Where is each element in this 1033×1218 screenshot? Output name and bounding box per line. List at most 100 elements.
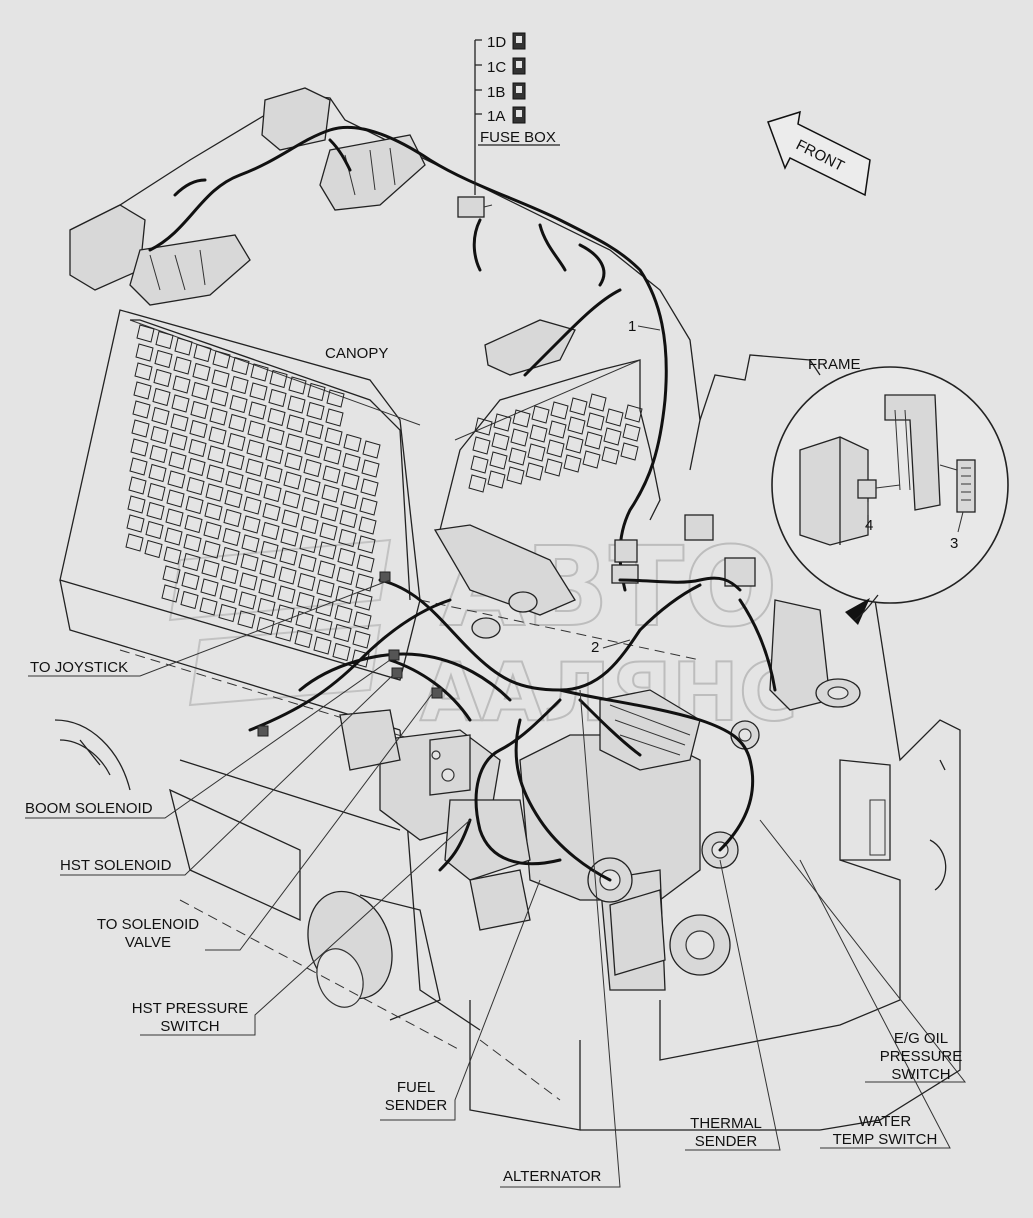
grille-cell xyxy=(219,584,238,604)
grille-cell xyxy=(239,572,258,591)
labels: 1D 1C 1B 1A FUSE BOX CANOPY FRAME 1 2 3 … xyxy=(25,34,962,1185)
leader-eg-oil-pressure-switch xyxy=(759,819,967,1083)
grille-cell xyxy=(275,623,294,642)
leader-callout-2 xyxy=(602,639,631,649)
grille-cell xyxy=(565,435,584,454)
grille-cell xyxy=(529,424,548,443)
grille-cell xyxy=(172,375,191,394)
grille-cell xyxy=(125,533,144,552)
grille-cell xyxy=(209,407,228,426)
grille-cell xyxy=(487,470,506,489)
grille-cell xyxy=(164,527,183,546)
grille-cell xyxy=(222,527,241,547)
grille-cell xyxy=(567,416,586,435)
grille-cell xyxy=(173,356,192,375)
canopy xyxy=(59,94,701,761)
grille-cell xyxy=(248,401,267,420)
grille-cell xyxy=(245,458,264,477)
grille-cell xyxy=(352,630,371,649)
leader-hst-pressure-switch xyxy=(140,819,471,1036)
grille-cell xyxy=(165,508,184,527)
grille-cell xyxy=(199,597,218,616)
grille-cell xyxy=(302,477,321,497)
end-connector xyxy=(257,725,269,737)
relay-block xyxy=(433,514,756,639)
connectors xyxy=(257,571,443,737)
label-boom-solenoid: BOOM SOLENOID xyxy=(25,800,153,817)
canopy-grille-left xyxy=(125,324,381,668)
grille-cell xyxy=(303,458,322,478)
grille-cell xyxy=(314,617,333,636)
dome-light xyxy=(484,319,576,376)
fuse-icons xyxy=(474,32,560,195)
grille-cell xyxy=(180,590,199,610)
grille-cell xyxy=(358,516,377,535)
canopy-grille-right xyxy=(468,393,643,493)
grille-cell xyxy=(259,559,278,579)
label-fuse-1d: 1D xyxy=(487,34,506,51)
grille-cell xyxy=(136,324,155,343)
fuse-box xyxy=(457,196,493,218)
grille-cell xyxy=(223,508,242,528)
grille-cell xyxy=(241,534,260,553)
grille-cell xyxy=(306,401,325,421)
grille-cell xyxy=(285,433,304,452)
grille-cell xyxy=(470,455,489,474)
grille-cell xyxy=(154,349,173,369)
grille-cell xyxy=(550,401,569,420)
grille-cell xyxy=(226,451,245,471)
grille-cell xyxy=(340,490,359,510)
grille-cell xyxy=(360,478,379,497)
grille-cell xyxy=(569,397,588,416)
grille-cell xyxy=(240,553,259,572)
grille-cell xyxy=(237,610,256,629)
grille-cell xyxy=(171,394,190,413)
label-hst-pressure-switch-line1: HST PRESSURE xyxy=(132,1000,248,1017)
grille-cell xyxy=(277,585,296,604)
grille-cell xyxy=(200,578,219,597)
frame-detail-inset xyxy=(771,366,1009,625)
grille-cell xyxy=(305,420,324,440)
label-hst-solenoid: HST SOLENOID xyxy=(60,857,172,874)
label-water-temp-switch-line1: WATER xyxy=(859,1113,912,1130)
grille-cell xyxy=(218,603,237,623)
grille-cell xyxy=(318,541,337,560)
grille-cell xyxy=(131,419,150,438)
callout-2: 2 xyxy=(591,639,599,656)
grille-cell xyxy=(320,503,339,522)
grille-cell xyxy=(228,413,247,433)
grille-cell xyxy=(229,394,248,414)
grille-cell xyxy=(334,604,353,624)
grille-cell xyxy=(361,459,380,478)
grille-cell xyxy=(622,423,641,442)
grille-cell xyxy=(182,552,201,572)
leader-boom-solenoid xyxy=(25,659,391,819)
grille-cell xyxy=(188,438,207,458)
fuse-bracket xyxy=(474,39,482,195)
label-thermal-sender-line2: SENDER xyxy=(695,1133,758,1150)
grille-cell xyxy=(304,439,323,459)
label-water-temp-switch-line2: TEMP SWITCH xyxy=(833,1131,938,1148)
grille-cell xyxy=(582,450,601,469)
grille-cell xyxy=(167,470,186,489)
grille-cell xyxy=(335,585,354,605)
grille-cell xyxy=(299,534,318,554)
grille-cell xyxy=(357,535,376,554)
watermark-logo xyxy=(168,538,392,707)
grille-cell xyxy=(126,514,145,533)
grille-cell xyxy=(624,404,643,423)
leader-alternator xyxy=(500,689,621,1188)
grille-cell xyxy=(212,350,231,369)
grille-cell xyxy=(584,431,603,450)
grille-cell xyxy=(288,376,307,395)
leader-water-temp-switch xyxy=(799,859,951,1149)
grille-cell xyxy=(128,476,147,495)
grille-cell xyxy=(145,520,164,540)
grille-cell xyxy=(298,553,317,573)
label-eg-oil-pressure-switch-line3: SWITCH xyxy=(891,1066,950,1083)
grille-cell xyxy=(210,388,229,407)
grille-cell xyxy=(284,452,303,471)
grille-cell xyxy=(262,502,281,522)
label-fuel-sender-line2: SENDER xyxy=(385,1097,448,1114)
